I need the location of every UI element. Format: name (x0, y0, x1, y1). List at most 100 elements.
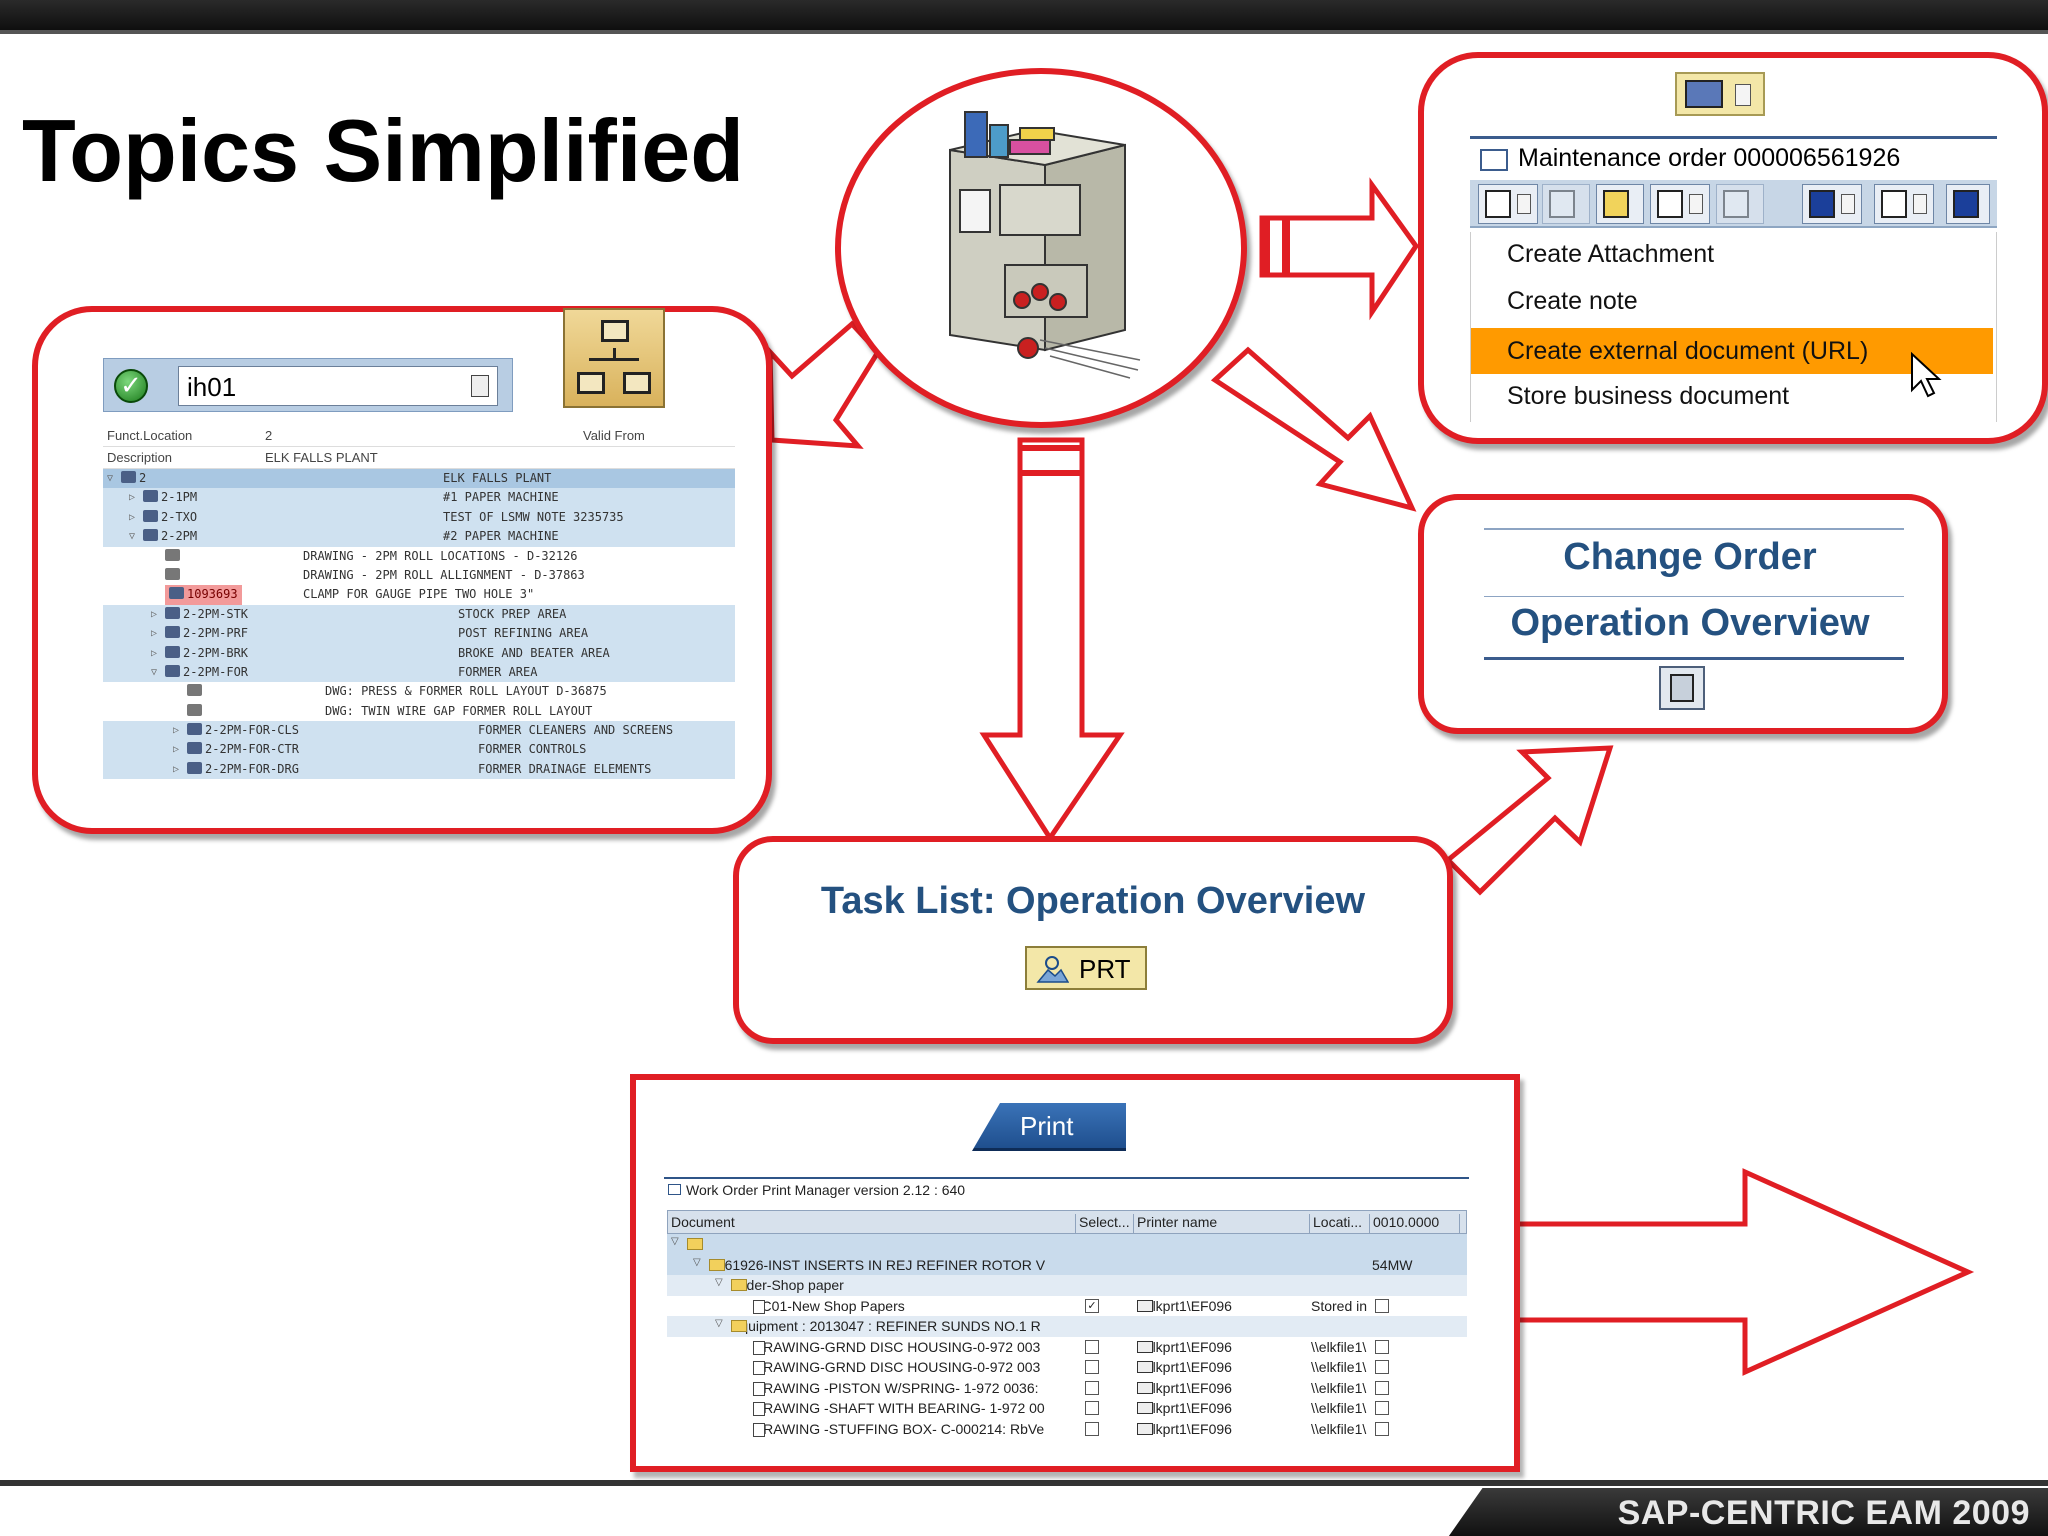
workflow-button[interactable] (1596, 184, 1644, 224)
tree-node-code: 2-2PM-BRK (165, 644, 248, 663)
col-extra[interactable]: 0010.0000 (1370, 1214, 1460, 1234)
relationships-button[interactable] (1716, 184, 1764, 224)
expand-icon[interactable]: ▷ (173, 763, 180, 775)
printer-cell[interactable]: \\elkprt1\EF096 (1137, 1400, 1232, 1416)
tree-node-code (187, 702, 205, 721)
tree-node-code-text: 2-2PM-FOR-CTR (205, 742, 299, 757)
help-info-button[interactable] (1946, 184, 1990, 224)
location-checkbox[interactable] (1375, 1421, 1389, 1436)
collapse-icon[interactable]: ▽ (715, 1318, 723, 1329)
collapse-icon[interactable]: ▽ (671, 1236, 679, 1247)
document-cell: Equipment : 2013047 : REFINER SUNDS NO.1… (731, 1318, 1041, 1334)
collapse-icon[interactable]: ▽ (693, 1256, 701, 1268)
grid-row[interactable]: DRAWING-GRND DISC HOUSING-0-972 003\\elk… (667, 1337, 1467, 1358)
select-checkbox[interactable] (1085, 1339, 1099, 1354)
tree-row[interactable]: ▷2-1PM#1 PAPER MACHINE (103, 488, 735, 508)
transaction-input[interactable]: ih01 (178, 366, 498, 406)
printer-cell[interactable]: \\elkprt1\EF096 (1137, 1359, 1232, 1375)
note-button[interactable] (1650, 184, 1710, 224)
printer-cell[interactable]: \\elkprt1\EF096 (1137, 1298, 1232, 1314)
select-checkbox[interactable] (1085, 1380, 1099, 1395)
my-objects-button[interactable] (1874, 184, 1934, 224)
expand-icon[interactable]: ▷ (173, 725, 180, 737)
services-for-object-button[interactable] (1675, 72, 1765, 116)
enter-check-icon[interactable]: ✓ (114, 369, 148, 403)
menu-store-business-document[interactable]: Store business document (1507, 382, 1790, 410)
print-manager-title-text: Work Order Print Manager version 2.12 : … (686, 1182, 966, 1198)
arrow-stub-d (1020, 470, 1082, 476)
grid-row[interactable]: ▽ Equipment : 2013047 : REFINER SUNDS NO.… (667, 1316, 1467, 1337)
grid-row[interactable]: ▽Order-Shop paper (667, 1275, 1467, 1296)
grid-row[interactable]: ▽6561926-INST INSERTS IN REJ REFINER ROT… (667, 1254, 1467, 1275)
location-checkbox[interactable] (1375, 1339, 1389, 1354)
printer-cell[interactable]: \\elkprt1\EF096 (1137, 1380, 1232, 1396)
valid-from-label: Valid From (583, 428, 645, 443)
menu-create-note[interactable]: Create note (1507, 287, 1638, 315)
prt-button[interactable]: PRT (1025, 946, 1147, 990)
history-icon[interactable] (471, 375, 489, 397)
tree-row[interactable]: DWG: PRESS & FORMER ROLL LAYOUT D-36875 (103, 682, 735, 701)
hierarchy-node-left (577, 372, 605, 394)
select-checkbox[interactable] (1085, 1360, 1099, 1374)
location-checkbox[interactable] (1375, 1298, 1389, 1313)
col-document[interactable]: Document (668, 1214, 1076, 1234)
printer-cell[interactable]: \\elkprt1\EF096 (1137, 1339, 1232, 1355)
select-checkbox[interactable]: ✓ (1085, 1298, 1099, 1313)
col-printer[interactable]: Printer name (1134, 1214, 1310, 1234)
send-button[interactable] (1802, 184, 1862, 224)
grid-row[interactable]: ▽ (667, 1234, 1467, 1255)
tree-row[interactable]: DRAWING - 2PM ROLL LOCATIONS - D-32126 (103, 547, 735, 566)
expand-icon[interactable]: ▷ (129, 511, 136, 523)
location-checkbox[interactable] (1375, 1401, 1389, 1415)
select-checkbox[interactable] (1085, 1401, 1099, 1415)
grid-row[interactable]: DRAWING -SHAFT WITH BEARING- 1-972 00\\e… (667, 1398, 1467, 1419)
expand-icon[interactable]: ▷ (129, 492, 136, 504)
print-tab[interactable]: Print (972, 1103, 1126, 1151)
hierarchy-icon[interactable] (563, 308, 665, 408)
collapse-icon[interactable]: ▽ (129, 531, 136, 543)
tree-node-code: 2-2PM-FOR-CLS (187, 721, 299, 740)
attachment-list-button[interactable] (1542, 184, 1590, 224)
footer-bar: SAP-CENTRIC EAM 2009 (0, 1487, 2048, 1536)
location-checkbox[interactable] (1375, 1380, 1389, 1395)
tree-row[interactable]: DRAWING - 2PM ROLL ALLIGNMENT - D-37863 (103, 566, 735, 585)
expand-icon[interactable]: ▷ (151, 628, 158, 640)
collapse-icon[interactable]: ▽ (107, 473, 114, 484)
location-checkbox[interactable] (1375, 1360, 1389, 1374)
tree-node-description: FORMER AREA (458, 664, 538, 679)
col-location[interactable]: Locati... (1310, 1214, 1370, 1234)
menu-create-external-document[interactable]: Create external document (URL) (1471, 328, 1993, 374)
tree-row[interactable]: ▽2-2PM#2 PAPER MACHINE (103, 527, 735, 547)
tree-node-code (165, 566, 183, 585)
tree-node-description: TEST OF LSMW NOTE 3235735 (443, 509, 624, 524)
grid-row[interactable]: DRAWING -STUFFING BOX- C-000214: RbVe\\e… (667, 1419, 1467, 1440)
expand-icon[interactable]: ▷ (151, 608, 158, 620)
prt-overview-button[interactable] (1659, 666, 1705, 710)
expand-icon[interactable]: ▷ (151, 647, 158, 659)
create-doc-button[interactable] (1478, 184, 1538, 224)
grid-row[interactable]: DRAWING -PISTON W/SPRING- 1-972 0036:\\e… (667, 1378, 1467, 1399)
select-checkbox[interactable] (1085, 1421, 1099, 1436)
collapse-icon[interactable]: ▽ (715, 1277, 723, 1288)
services-dropdown-icon[interactable] (1735, 84, 1751, 106)
arrow-stub-a (1262, 218, 1270, 275)
menu-create-attachment[interactable]: Create Attachment (1507, 240, 1715, 268)
funcloc-icon (187, 723, 202, 736)
tree-row[interactable]: DWG: TWIN WIRE GAP FORMER ROLL LAYOUT (103, 702, 735, 721)
printer-cell[interactable]: \\elkprt1\EF096 (1137, 1421, 1232, 1437)
expand-icon[interactable]: ▷ (173, 744, 180, 756)
grid-row[interactable]: DRAWING-GRND DISC HOUSING-0-972 003\\elk… (667, 1357, 1467, 1378)
collapse-icon[interactable]: ▽ (151, 666, 158, 678)
col-select[interactable]: Select... (1076, 1214, 1134, 1234)
